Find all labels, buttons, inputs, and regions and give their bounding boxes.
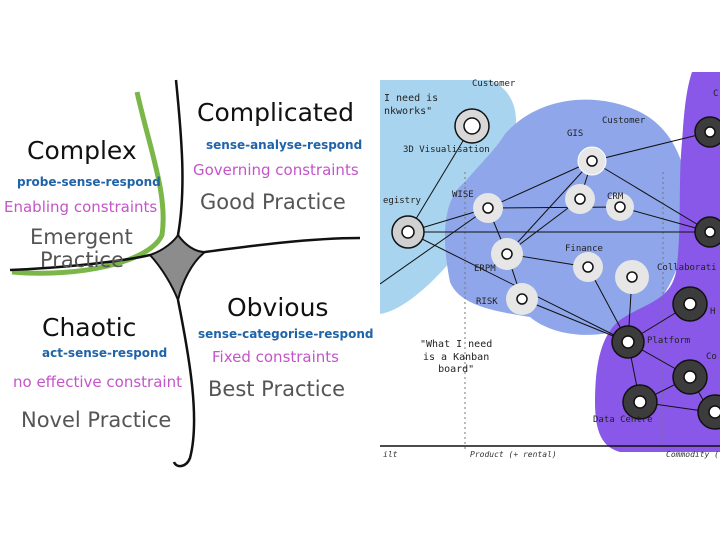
- complicated-method: sense-analyse-respond: [206, 138, 363, 152]
- disorder-centre: [148, 233, 208, 304]
- label-crm: CRM: [607, 192, 624, 202]
- label-collaboration: Collaborati: [657, 263, 717, 273]
- label-risk: RISK: [476, 297, 498, 307]
- label-registry: egistry: [383, 196, 421, 206]
- obvious-constraint: Fixed constraints: [212, 348, 339, 366]
- complicated-practice: Good Practice: [200, 190, 346, 214]
- complex-practice-line1: Emergent: [30, 225, 133, 249]
- complex-practice-line2: Practice: [40, 248, 124, 272]
- boundary-bottom-curve: [172, 299, 196, 468]
- complex-title: Complex: [27, 136, 137, 165]
- label-gis: GIS: [567, 129, 584, 139]
- chaotic-method: act-sense-respond: [42, 346, 168, 360]
- label-wise: WISE: [452, 190, 474, 200]
- axis-label-genesis: ilt: [383, 450, 398, 459]
- cynefin-diagram: [9, 79, 361, 468]
- label-customer-top: Customer: [472, 79, 516, 89]
- label-customer-right: Customer: [602, 116, 646, 126]
- chaotic-constraint: no effective constraint: [13, 373, 182, 391]
- label-corner: C: [713, 89, 719, 99]
- complicated-title: Complicated: [197, 98, 354, 127]
- chaotic-title: Chaotic: [42, 313, 137, 342]
- complex-method: probe-sense-respond: [17, 175, 161, 189]
- complex-constraint: Enabling constraints: [4, 198, 158, 216]
- axis-label-product: Product (+ rental): [470, 450, 557, 459]
- label-3d-visualisation: 3D Visualisation: [403, 145, 490, 155]
- obvious-practice: Best Practice: [208, 377, 346, 401]
- complicated-constraint: Governing constraints: [193, 161, 359, 179]
- cliff-curve-green: [11, 91, 166, 276]
- chaotic-practice: Novel Practice: [21, 408, 172, 432]
- obvious-method: sense-categorise-respond: [198, 327, 374, 341]
- label-data-centre: Data Centre: [593, 415, 653, 425]
- note-bottom: "What I need is a Kanban board": [420, 339, 493, 375]
- note-top: I need is nkworks": [384, 93, 439, 117]
- label-platform: Platform: [647, 336, 691, 346]
- label-co: Co: [706, 352, 717, 362]
- wardley-map: [380, 72, 720, 452]
- label-erpm: ERPM: [474, 264, 496, 274]
- boundary-right-curve: [204, 236, 361, 254]
- label-h: H: [710, 307, 716, 317]
- boundary-top-curve: [174, 79, 184, 236]
- boundary-left-curve: [9, 253, 151, 272]
- axis-label-commodity: Commodity (: [666, 450, 719, 459]
- label-finance: Finance: [565, 244, 603, 254]
- component-nodes: [391, 108, 720, 430]
- obvious-title: Obvious: [227, 293, 329, 322]
